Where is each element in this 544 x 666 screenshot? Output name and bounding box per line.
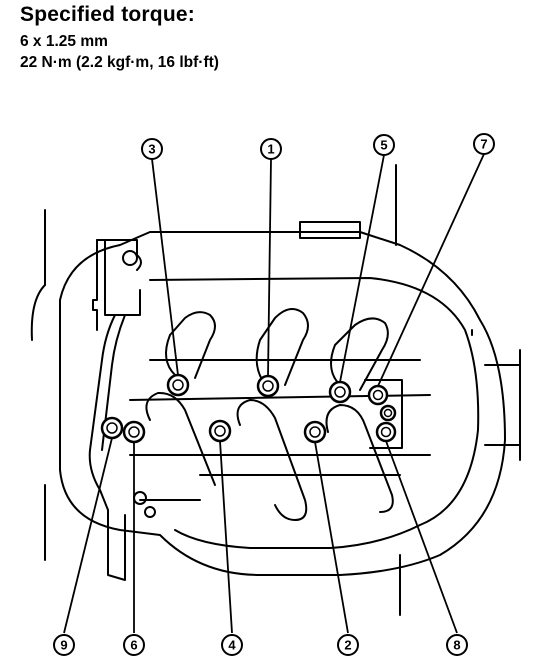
svg-text:3: 3 <box>148 142 155 157</box>
callout-9: 9 <box>53 634 75 656</box>
top-bracket <box>299 221 361 239</box>
bolt-extra <box>379 404 397 422</box>
bolt-4 <box>208 419 232 443</box>
bolt-2 <box>303 420 327 444</box>
manifold-outer-outline <box>59 231 506 576</box>
left-clamp-bracket <box>88 239 142 581</box>
engine-housing-right <box>395 164 521 616</box>
callout-3: 3 <box>141 138 163 160</box>
bolt-size: 6 x 1.25 mm <box>20 33 108 50</box>
callout-6: 6 <box>123 634 145 656</box>
bolt-9 <box>100 416 124 440</box>
bolt-5 <box>328 380 352 404</box>
svg-text:6: 6 <box>130 638 137 653</box>
callout-2: 2 <box>337 634 359 656</box>
bolt-6 <box>122 420 146 444</box>
spec-title: Specified torque: <box>20 3 195 26</box>
callout-1: 1 <box>260 138 282 160</box>
svg-text:1: 1 <box>267 142 274 157</box>
leader-lines <box>63 153 485 634</box>
bolt-8 <box>375 421 397 443</box>
svg-text:8: 8 <box>453 638 460 653</box>
torque-value: 22 N·m (2.2 kgf·m, 16 lbf·ft) <box>20 53 219 71</box>
svg-text:5: 5 <box>380 138 387 153</box>
bolt-1 <box>256 374 280 398</box>
side-plate <box>364 379 403 449</box>
torque-spec-block: Specified torque: 6 x 1.25 mm 22 N·m (2.… <box>20 4 219 70</box>
engine-housing-left <box>30 209 46 561</box>
callout-4: 4 <box>221 634 243 656</box>
svg-text:4: 4 <box>228 638 236 653</box>
callout-8: 8 <box>446 634 468 656</box>
manifold-inner-outline <box>149 277 480 549</box>
svg-text:9: 9 <box>60 638 67 653</box>
bolt-3 <box>166 373 190 397</box>
bolt-7 <box>367 384 389 406</box>
svg-text:2: 2 <box>344 638 351 653</box>
callouts: 3 1 5 7 9 6 4 2 8 <box>53 133 495 656</box>
svg-text:7: 7 <box>480 137 487 152</box>
callout-5: 5 <box>373 134 395 156</box>
callout-7: 7 <box>473 133 495 155</box>
